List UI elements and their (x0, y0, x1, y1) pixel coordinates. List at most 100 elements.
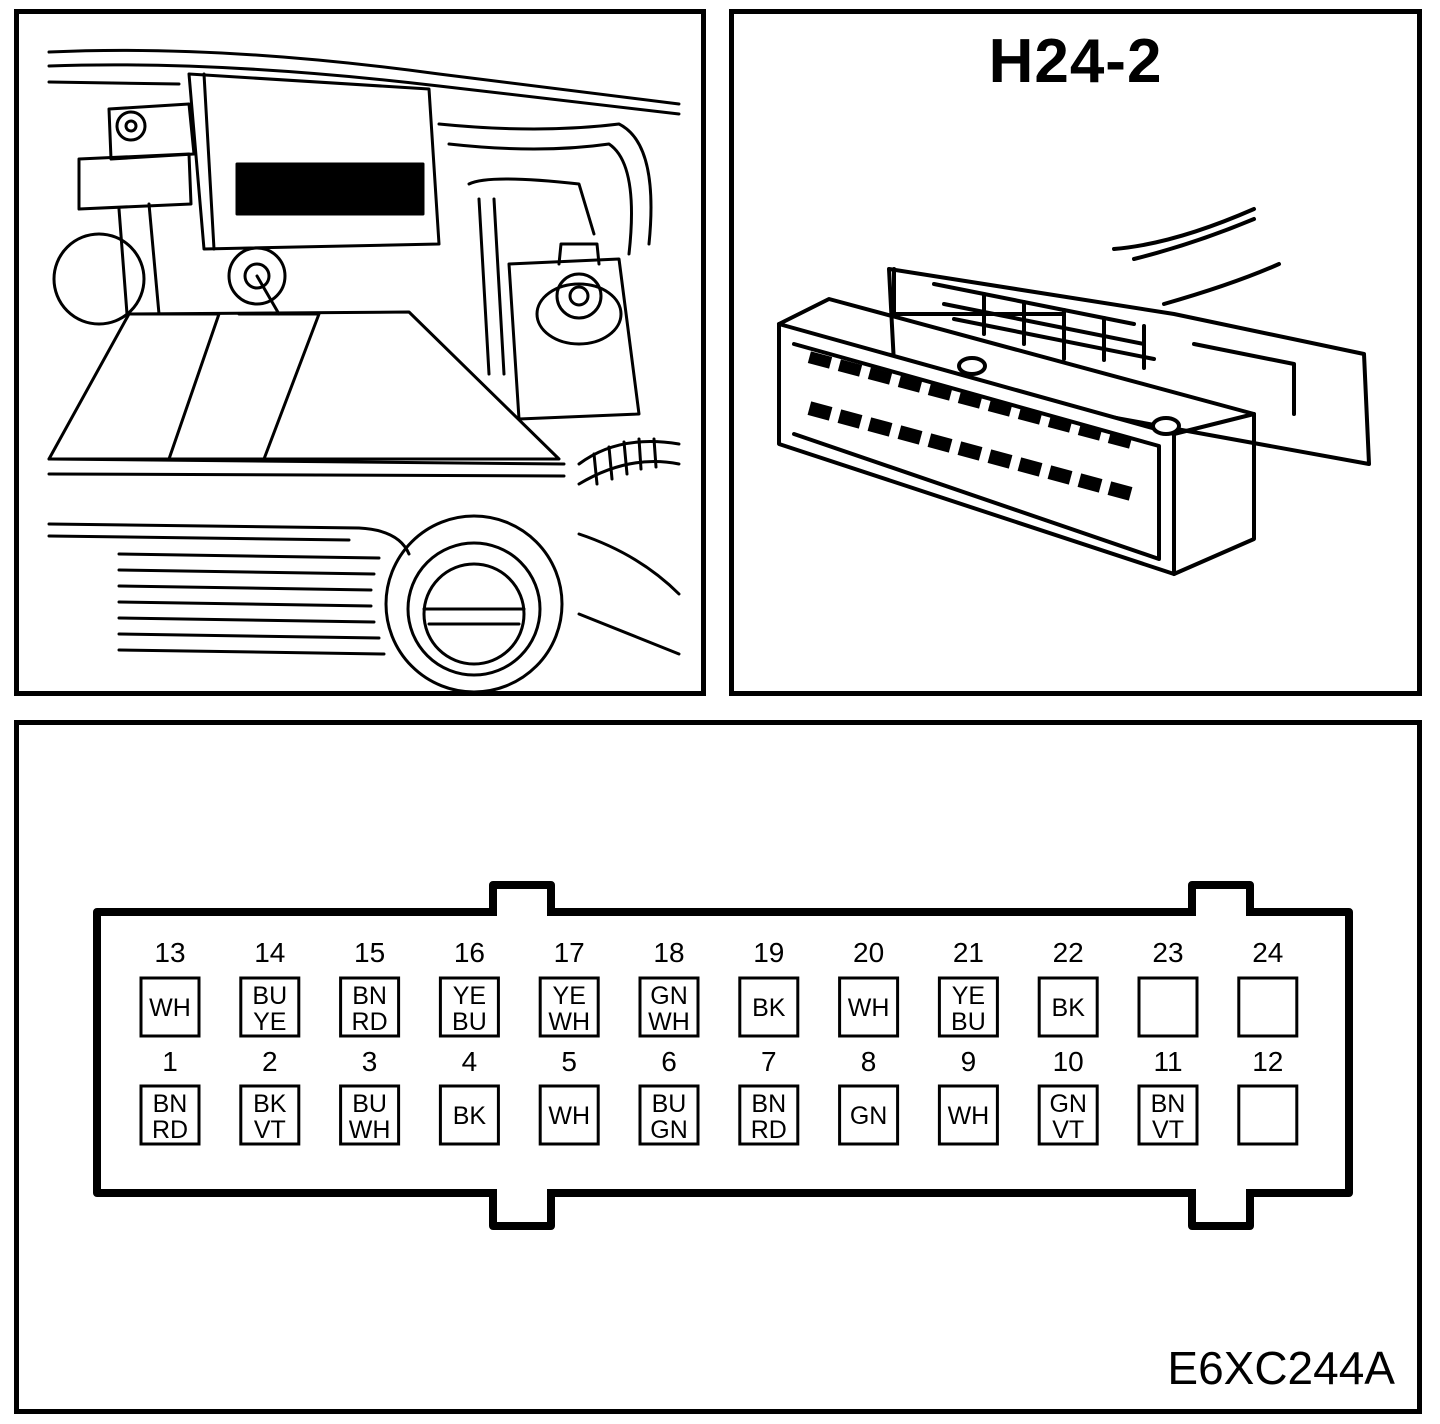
pins-layer: 13WH14BUYE15BNRD16YEBU17YEWH18GNWH19BK20… (139, 937, 1299, 1146)
wire-color-code: BU (452, 1008, 487, 1036)
engine-bay-drawing (47, 48, 681, 691)
pin-cavity (1237, 1084, 1299, 1146)
pin-cavity (838, 976, 900, 1038)
pin-number: 23 (1152, 937, 1183, 968)
wire-color-code: RD (152, 1116, 188, 1144)
pin-number: 22 (1053, 937, 1084, 968)
pin-cavity (638, 976, 700, 1038)
pin-number: 16 (454, 937, 485, 968)
wire-color-code: YE (253, 1008, 286, 1036)
wire-color-code: WH (548, 1102, 590, 1130)
pin-cavity (1037, 1084, 1099, 1146)
pin-cavity (1237, 976, 1299, 1038)
wire-color-code: WH (848, 994, 890, 1022)
pin-cavity (538, 976, 600, 1038)
pin-cavity (239, 976, 301, 1038)
pin-cavity (937, 1084, 999, 1146)
pin-cavity (738, 976, 800, 1038)
connector-pinout-diagram: 13WH14BUYE15BNRD16YEBU17YEWH18GNWH19BK20… (93, 881, 1353, 1230)
pin-9: 9WH (937, 1046, 999, 1146)
pin-number: 18 (653, 937, 684, 968)
pin-cavity (838, 1084, 900, 1146)
pin-12: 12 (1237, 1046, 1299, 1146)
pin-number: 4 (462, 1046, 478, 1077)
pin-5: 5WH (538, 1046, 600, 1146)
pin-cavity (438, 976, 500, 1038)
pin-number: 14 (254, 937, 285, 968)
pin-24: 24 (1237, 937, 1299, 1038)
wire-color-code: WH (648, 1008, 690, 1036)
pin-number: 12 (1252, 1046, 1283, 1077)
wire-color-code: WH (948, 1102, 990, 1130)
pin-number: 11 (1153, 1046, 1182, 1077)
pin-cavity (139, 976, 201, 1038)
pin-cavity (638, 1084, 700, 1146)
wire-color-code: BN (751, 1090, 786, 1118)
pin-number: 9 (961, 1046, 977, 1077)
pin-23: 23 (1137, 937, 1199, 1038)
wire-color-code: BK (253, 1090, 287, 1118)
pin-cavity (738, 1084, 800, 1146)
pin-number: 5 (561, 1046, 577, 1077)
wire-color-code: RD (352, 1008, 388, 1036)
wire-color-code: BN (153, 1090, 188, 1118)
pin-number: 1 (162, 1046, 178, 1077)
pin-number: 6 (661, 1046, 677, 1077)
pin-number: 8 (861, 1046, 877, 1077)
pin-number: 13 (154, 937, 185, 968)
pin-cavity (1137, 1084, 1199, 1146)
pin-cavity (339, 976, 401, 1038)
wire-color-code: GN (650, 982, 688, 1010)
pin-cavity (239, 1084, 301, 1146)
wire-color-code: GN (850, 1102, 888, 1130)
pin-number: 20 (853, 937, 884, 968)
wire-color-code: VT (1152, 1116, 1184, 1144)
wire-color-code: GN (650, 1116, 688, 1144)
pin-cavity (1037, 976, 1099, 1038)
pin-number: 10 (1053, 1046, 1084, 1077)
wire-color-code: RD (751, 1116, 787, 1144)
wire-color-code: VT (1052, 1116, 1084, 1144)
wire-color-code: BU (352, 1090, 387, 1118)
wire-color-code: BN (1151, 1090, 1186, 1118)
connector-illustration-panel: H24-2 (729, 9, 1422, 696)
wire-color-code: YE (453, 982, 486, 1010)
pin-number: 15 (354, 937, 385, 968)
wire-color-code: BU (951, 1008, 986, 1036)
wire-color-code: WH (149, 994, 191, 1022)
wire-color-code: YE (952, 982, 985, 1010)
pin-number: 19 (753, 937, 784, 968)
pin-cavity (438, 1084, 500, 1146)
pin-4: 4BK (438, 1046, 500, 1146)
engine-bay-illustration (14, 9, 706, 696)
wire-color-code: BU (252, 982, 287, 1010)
pin-cavity (937, 976, 999, 1038)
pin-number: 24 (1252, 937, 1283, 968)
pin-cavity (538, 1084, 600, 1146)
wire-color-code: BK (1052, 994, 1086, 1022)
pin-number: 17 (554, 937, 585, 968)
wire-color-code: WH (349, 1116, 391, 1144)
pin-cavity (339, 1084, 401, 1146)
wire-color-code: BU (652, 1090, 687, 1118)
wire-color-code: VT (254, 1116, 286, 1144)
wire-color-code: YE (553, 982, 586, 1010)
pin-cavity (139, 1084, 201, 1146)
pin-8: 8GN (838, 1046, 900, 1146)
